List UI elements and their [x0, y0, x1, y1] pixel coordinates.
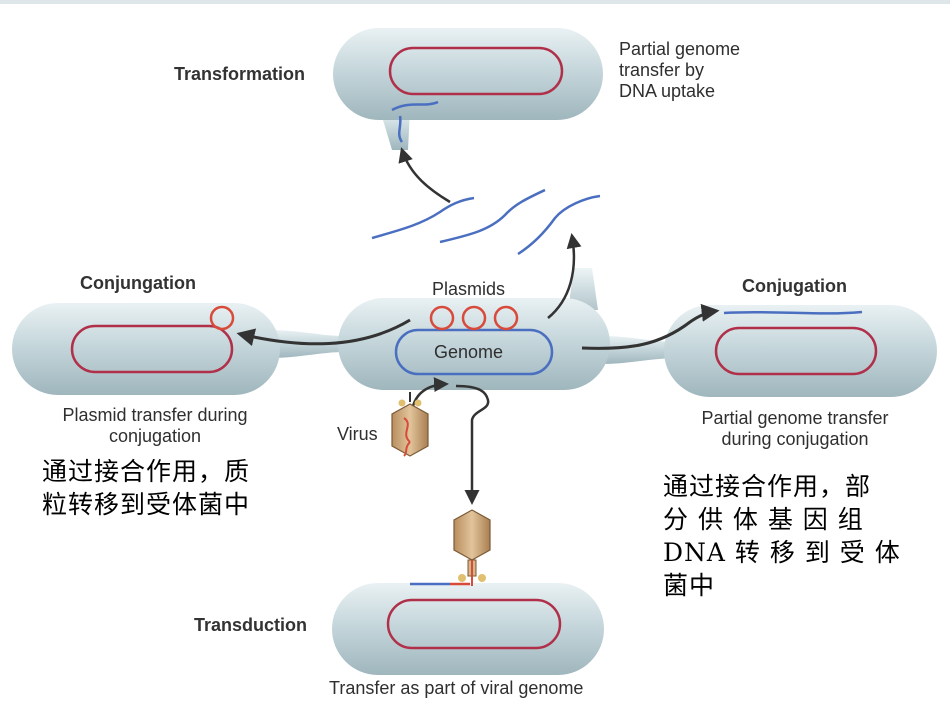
note-right: 通过接合作用，部 分 供 体 基 因 组 DNA 转 移 到 受 体 菌中: [663, 470, 943, 602]
label-genome: Genome: [434, 342, 504, 362]
note-left-line-1: 通过接合作用，质: [42, 457, 251, 486]
arrow-uptake: [398, 147, 451, 204]
label-transformation: Transformation: [174, 64, 306, 84]
genome-conj-desc-line-1: Partial genome transfer: [701, 408, 889, 428]
note-left: 通过接合作用，质 粒转移到受体菌中: [42, 455, 312, 521]
plasmid-conjugation-description: Plasmid transfer during conjugation: [40, 405, 270, 447]
label-transduction: Transduction: [194, 615, 308, 635]
arrow-transduction: [455, 384, 490, 505]
free-dna-fragment-3: [517, 194, 601, 256]
label-virus: Virus: [337, 424, 378, 444]
note-right-line-4: 菌中: [663, 571, 716, 600]
transformation-desc-line-2: transfer by: [619, 60, 705, 80]
transduction-description: Transfer as part of viral genome: [329, 678, 584, 698]
incorporated-dna-fragment: [391, 100, 439, 143]
conjugation-bridge-right: [603, 336, 680, 364]
recipient-cell-transduction: [332, 583, 604, 675]
arrow-release: [547, 233, 582, 319]
transferred-genome-fragment: [723, 310, 863, 315]
plasmid-desc-line-1: Plasmid transfer during: [62, 405, 248, 425]
note-left-line-2: 粒转移到受体菌中: [42, 490, 251, 519]
transformation-desc-line-1: Partial genome: [619, 39, 741, 59]
recipient-genome-left: [70, 324, 234, 374]
free-dna-fragment-1: [371, 196, 475, 240]
virus-icon: [391, 392, 429, 457]
recipient-cell-plasmid-conjugation: [12, 303, 280, 395]
label-plasmids: Plasmids: [432, 279, 506, 299]
recipient-genome-transduction: [386, 598, 562, 650]
label-conjugation-right: Conjugation: [742, 276, 847, 296]
donor-plasmid-3: [493, 305, 519, 331]
note-right-line-1: 通过接合作用，部: [663, 472, 872, 501]
recipient-genome-right: [714, 326, 878, 376]
label-conjugation-left: Conjungation: [80, 273, 196, 293]
donor-plasmid-1: [429, 305, 455, 331]
plasmid-desc-line-2: conjugation: [108, 426, 202, 446]
arrow-plasmid-conjugation: [236, 318, 411, 347]
transformation-description: Partial genome transfer by DNA uptake: [619, 39, 740, 102]
transducing-phage-icon: [453, 509, 491, 586]
donor-plasmid-2: [461, 305, 487, 331]
transferred-plasmid: [209, 305, 235, 331]
genome-conjugation-description: Partial genome transfer during conjugati…: [680, 408, 910, 450]
recipient-cell-genome-conjugation: [664, 305, 937, 397]
transformation-desc-line-3: DNA uptake: [619, 81, 716, 101]
free-dna-fragment-2: [439, 188, 546, 244]
note-right-line-2: 分 供 体 基 因 组: [663, 505, 864, 534]
note-right-line-3: DNA 转 移 到 受 体: [663, 538, 901, 567]
arrow-genome-conjugation: [581, 303, 720, 350]
genome-conj-desc-line-2: during conjugation: [721, 429, 869, 449]
recipient-genome-transformation: [388, 46, 564, 96]
